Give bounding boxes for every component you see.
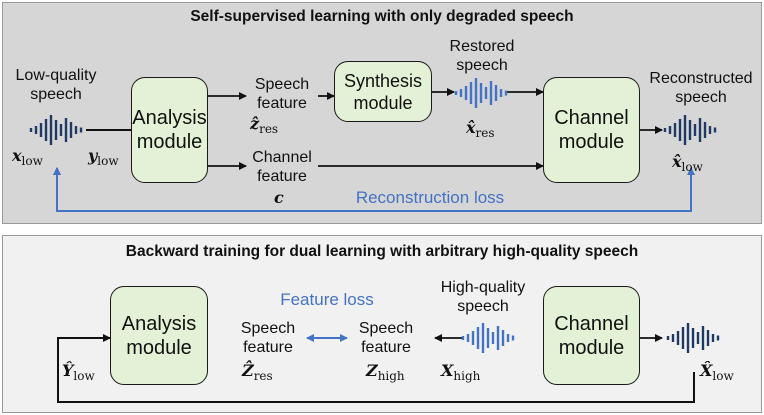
waveform-bar (479, 83, 483, 103)
y-low-symbol: ylow (88, 146, 119, 169)
backward-loop (57, 334, 695, 403)
waveform-bar (481, 323, 485, 353)
waveform-bar (491, 332, 495, 344)
waveform-bar (511, 335, 515, 341)
waveform-bar (34, 126, 38, 134)
waveform-bar (666, 336, 670, 340)
waveform-bar (708, 126, 712, 134)
y-low-hat-symbol: Ŷlow (62, 361, 95, 384)
waveform-bar (701, 326, 705, 350)
waveform-bar (29, 128, 33, 132)
channel-feature-label: Channel feature (252, 149, 312, 185)
x-low-hat-symbol-bottom: X̂low (700, 361, 734, 384)
waveform-bar (54, 120, 58, 140)
waveform-bar (688, 120, 692, 140)
waveform-bar (501, 330, 505, 346)
synthesis-module: Synthesis module (334, 61, 432, 122)
reconstruction-loss-loop (53, 167, 692, 212)
restored-speech-label: Restored speech (449, 38, 515, 74)
waveform-bar (454, 91, 458, 95)
top-panel-title: Self-supervised learning with only degra… (190, 8, 574, 25)
waveform-icon-reconstructed (663, 115, 717, 145)
speech-feature-label-bottom-right: Speech feature (358, 320, 414, 356)
waveform-icon-high-quality (461, 323, 515, 353)
low-quality-speech-label: Low-quality speech (15, 67, 97, 103)
waveform-bar (39, 123, 43, 137)
z-res-symbol-bottom: Ẑres (242, 361, 273, 384)
waveform-bar (489, 81, 493, 105)
waveform-bar (64, 118, 68, 142)
waveform-bar (469, 82, 473, 104)
waveform-bar (44, 119, 48, 141)
waveform-bar (663, 128, 667, 132)
waveform-bar (504, 90, 508, 96)
waveform-bar (59, 124, 63, 136)
waveform-bar (506, 334, 510, 342)
waveform-bar (466, 334, 470, 342)
waveform-bar (494, 85, 498, 101)
bottom-panel-title: Backward training for dual learning with… (125, 243, 639, 260)
waveform-bar (49, 115, 53, 145)
waveform-bar (706, 330, 710, 346)
waveform-bar (461, 336, 465, 340)
waveform-bar (673, 123, 677, 137)
waveform-bar (681, 327, 685, 349)
waveform-icon-low-quality (29, 115, 83, 145)
x-high-symbol: Xhigh (441, 361, 481, 384)
analysis-module-top: Analysis module (131, 77, 208, 183)
waveform-bar (668, 126, 672, 134)
waveform-bar (676, 331, 680, 345)
waveform-bar (459, 89, 463, 97)
waveform-bar (698, 118, 702, 142)
waveform-bar (499, 89, 503, 97)
waveform-bar (471, 331, 475, 345)
x-low-hat-symbol-top: x̂low (672, 152, 703, 175)
high-quality-speech-label: High-quality speech (440, 279, 526, 315)
reconstruction-loss-label: Reconstruction loss (355, 188, 505, 207)
x-low-symbol: xlow (12, 146, 43, 169)
waveform-icon-bottom-output (666, 323, 720, 353)
waveform-bar (671, 334, 675, 342)
feature-loss-label: Feature loss (280, 290, 374, 309)
waveform-bar (696, 332, 700, 344)
waveform-bar (711, 334, 715, 342)
c-symbol: c (274, 188, 284, 207)
reconstructed-speech-label: Reconstructed speech (649, 70, 753, 106)
waveform-bar (678, 119, 682, 141)
waveform-bar (79, 127, 83, 133)
waveform-bar (716, 335, 720, 341)
waveform-bar (486, 328, 490, 348)
waveform-bar (474, 78, 478, 108)
waveform-bar (496, 326, 500, 350)
z-res-symbol-top: ẑres (250, 114, 279, 137)
waveform-bar (693, 124, 697, 136)
speech-feature-label-top: Speech feature (254, 76, 310, 112)
waveform-bar (74, 126, 78, 134)
channel-module-bottom: Channel module (543, 286, 640, 385)
waveform-bar (484, 87, 488, 99)
waveform-bar (464, 86, 468, 100)
waveform-bar (683, 115, 687, 145)
waveform-icon-restored (454, 78, 508, 108)
speech-feature-label-bottom-left: Speech feature (240, 320, 296, 356)
z-high-symbol: Zhigh (366, 361, 405, 384)
channel-module-top: Channel module (543, 77, 640, 183)
waveform-bar (686, 323, 690, 353)
waveform-bar (476, 327, 480, 349)
waveform-bar (691, 328, 695, 348)
waveform-bar (703, 122, 707, 138)
x-res-symbol: x̂res (466, 118, 495, 141)
waveform-bar (69, 122, 73, 138)
analysis-module-bottom: Analysis module (110, 286, 208, 385)
waveform-bar (713, 127, 717, 133)
